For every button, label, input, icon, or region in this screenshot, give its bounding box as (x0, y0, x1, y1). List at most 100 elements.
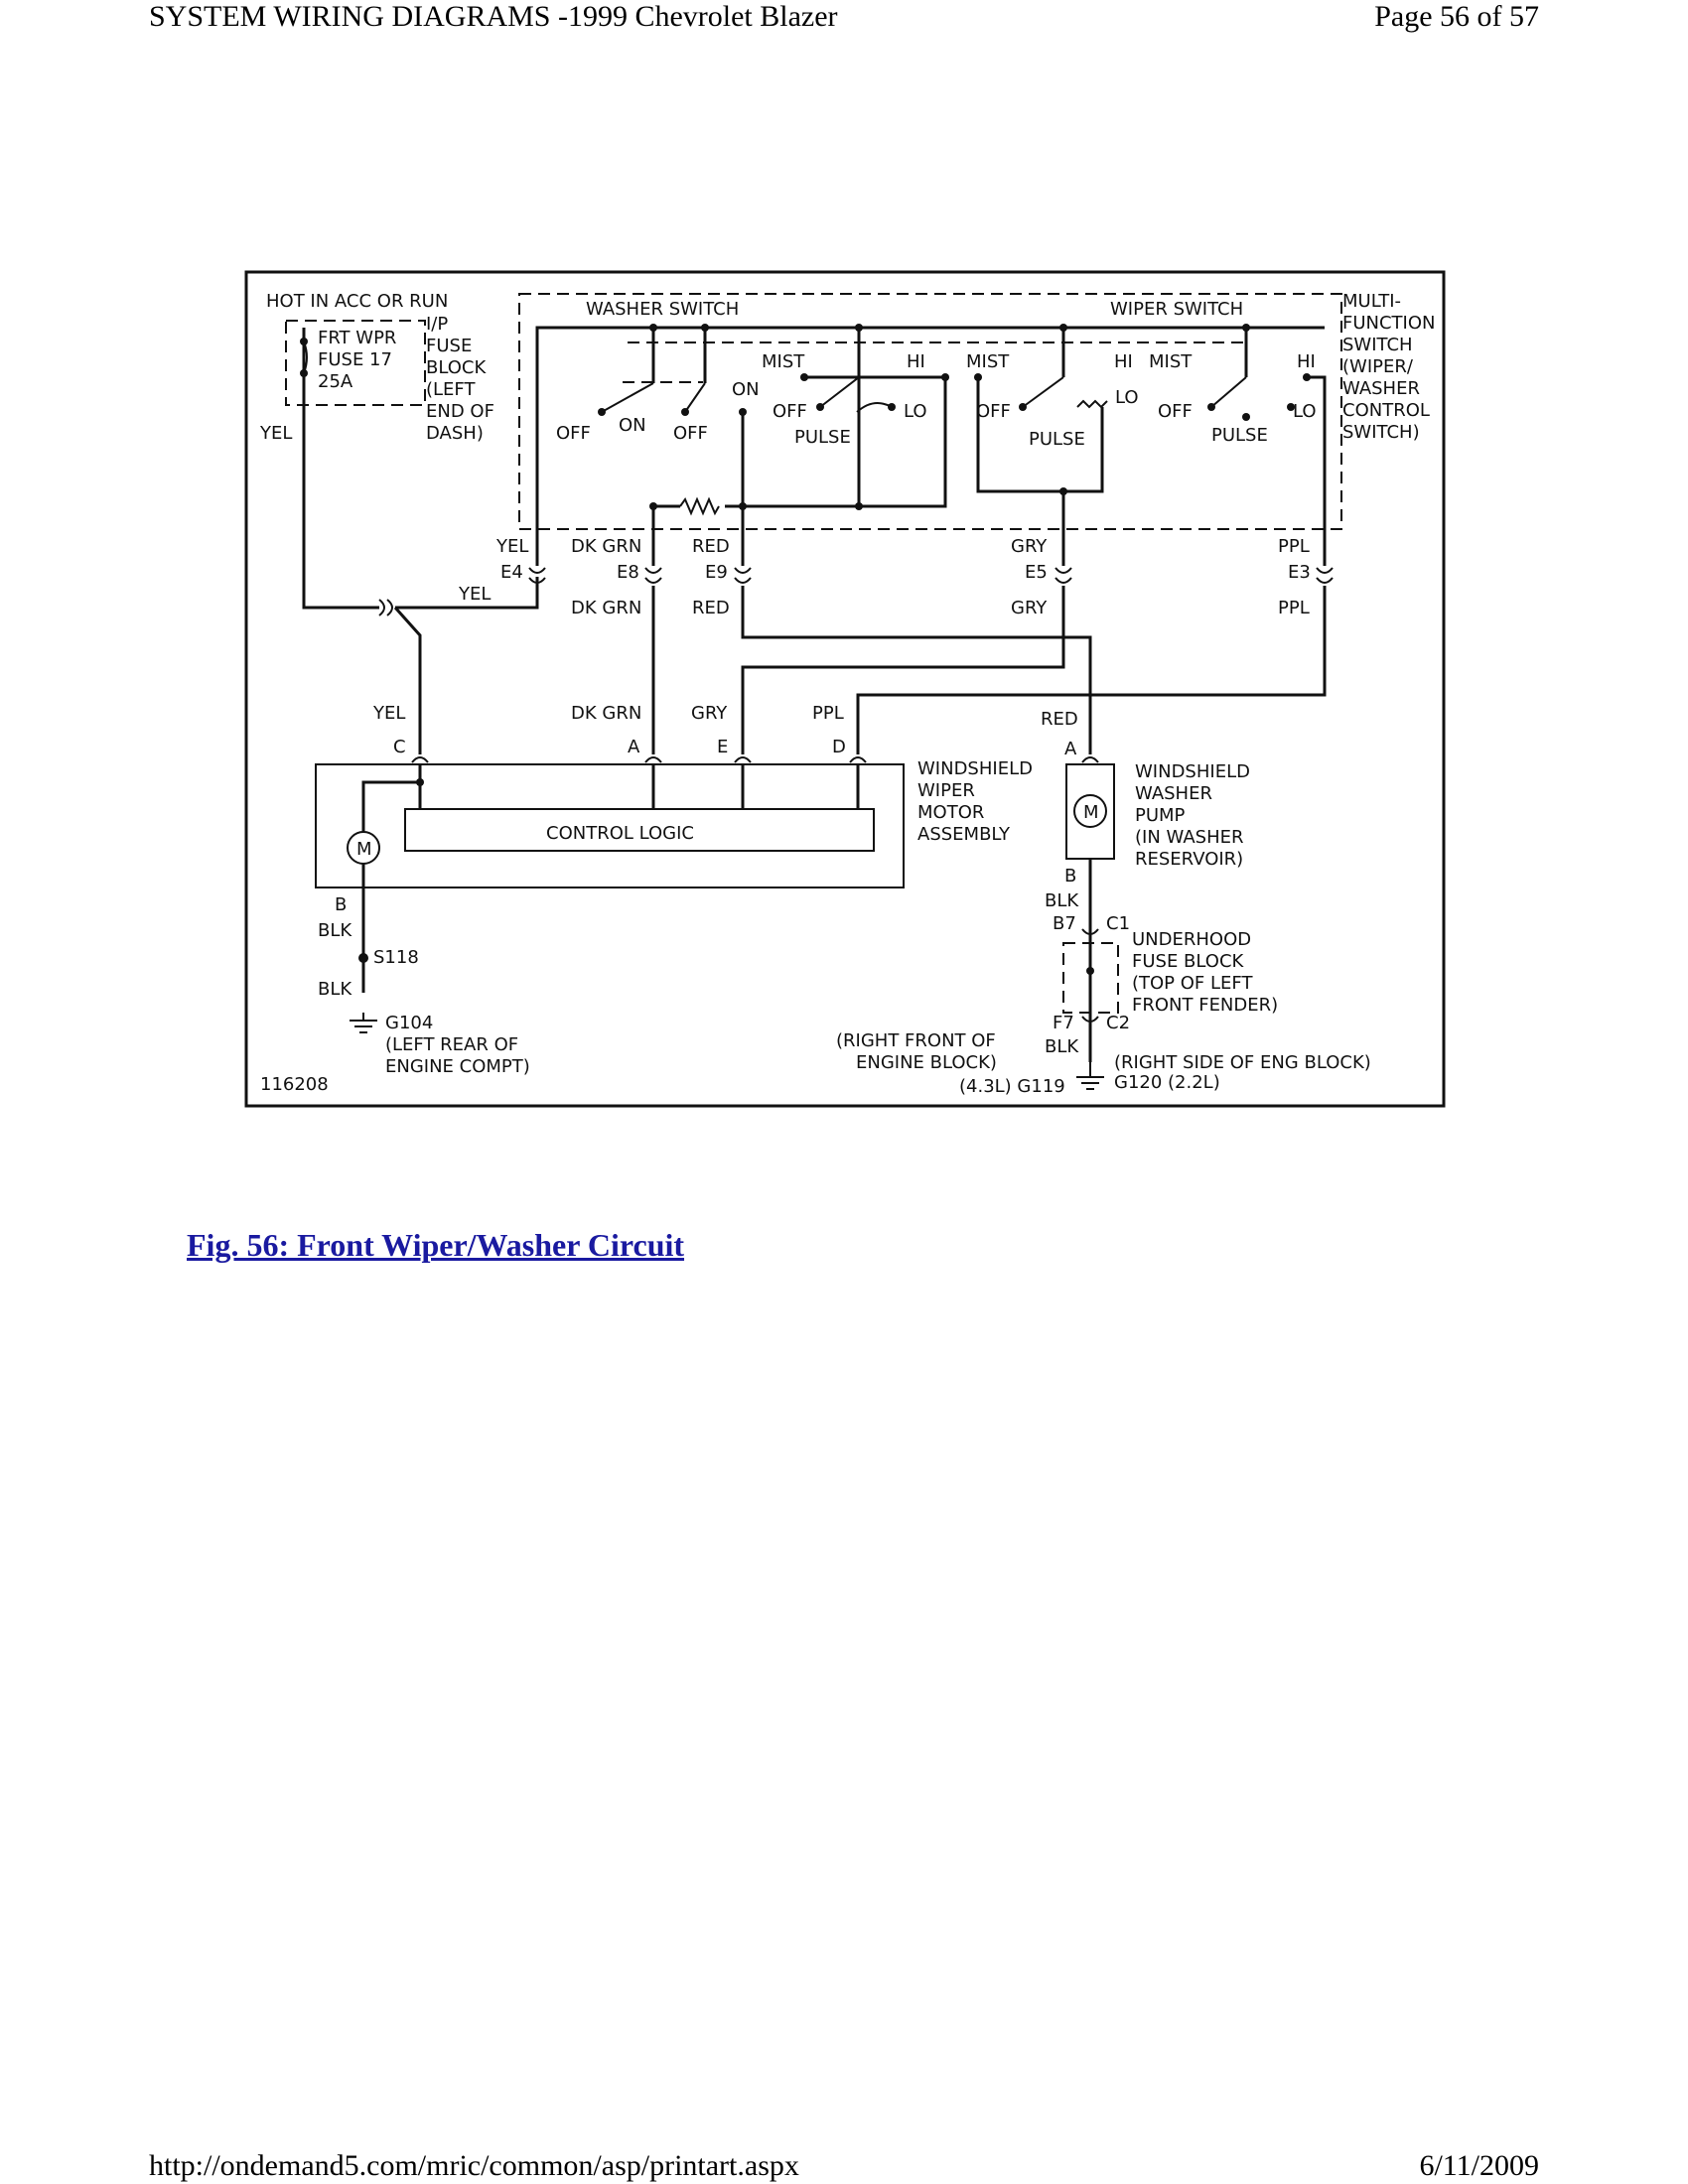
g119-line-1: (RIGHT FRONT OF (836, 1030, 996, 1051)
g120-line-2: G120 (2.2L) (1114, 1072, 1220, 1093)
wire-yel-e4 (395, 577, 539, 610)
splice-label: S118 (373, 947, 419, 968)
wire-gry (741, 586, 1065, 754)
blk-label-1: BLK (318, 920, 352, 941)
g104-line-2: (LEFT REAR OF (385, 1034, 518, 1055)
wiper-assembly-line-3: MOTOR (917, 802, 984, 823)
yel-label-c: YEL (372, 703, 405, 724)
wire-ppl-internal (1307, 375, 1327, 566)
pulse-label-2: PULSE (1029, 429, 1085, 450)
red-label-e9-below: RED (692, 598, 730, 618)
lo-label-1: LO (904, 401, 927, 422)
g104-line-3: ENGINE COMPT) (385, 1056, 530, 1077)
mfs-line-1: MULTI- (1342, 291, 1401, 312)
mfs-line-7: SWITCH) (1342, 422, 1420, 443)
pin-b7: B7 (1053, 913, 1076, 934)
gry-label-e5-below: GRY (1011, 598, 1048, 618)
dkgrn-label-e8-below: DK GRN (571, 598, 641, 618)
fuse-number: FUSE 17 (318, 349, 392, 370)
resistor-symbol (679, 496, 720, 516)
washer-switch-poles (651, 328, 707, 383)
pin-b-motor: B (335, 894, 347, 915)
pin-e: E (717, 737, 728, 757)
g119-line-3: (4.3L) G119 (959, 1076, 1065, 1097)
gry-label-e: GRY (691, 703, 728, 724)
wiper-switch-poles (857, 328, 1248, 377)
wiper-motor-assembly-box (315, 763, 905, 888)
mist-label-2: MIST (966, 351, 1010, 372)
mfs-line-2: FUNCTION (1342, 313, 1436, 334)
header-title: SYSTEM WIRING DIAGRAMS -1999 Chevrolet B… (149, 0, 838, 33)
underhood-line-1: UNDERHOOD (1132, 929, 1251, 950)
fuse-block-line-3: BLOCK (426, 357, 487, 378)
hi-label-3: HI (1297, 351, 1316, 372)
mfs-line-6: CONTROL (1342, 400, 1430, 421)
pin-e3: E3 (1288, 562, 1311, 583)
mfs-line-4: (WIPER/ (1342, 356, 1414, 377)
footer-url: http://ondemand5.com/mric/common/asp/pri… (149, 2149, 799, 2182)
pump-line-2: WASHER (1135, 783, 1212, 804)
off-label-4: OFF (976, 401, 1011, 422)
pump-line-3: PUMP (1135, 805, 1186, 826)
g119-line-2: ENGINE BLOCK) (856, 1052, 997, 1073)
connector-symbols (411, 567, 1334, 1023)
pin-e5: E5 (1025, 562, 1048, 583)
washer-pump-motor-icon[interactable] (1073, 794, 1107, 828)
control-logic-box[interactable] (404, 808, 875, 852)
hi-label-1: HI (907, 351, 925, 372)
underhood-line-3: (TOP OF LEFT (1132, 973, 1253, 994)
motor-input-lines (418, 764, 860, 809)
fuse-name: FRT WPR (318, 328, 396, 348)
wiper-assembly-line-2: WIPER (917, 780, 975, 801)
mfs-line-5: WASHER (1342, 378, 1420, 399)
junction-dots (300, 324, 1311, 975)
yel-label-mid: YEL (458, 584, 491, 605)
ppl-label-e3: PPL (1278, 536, 1310, 557)
mist-label-3: MIST (1149, 351, 1193, 372)
washer-switch-label: WASHER SWITCH (586, 299, 739, 320)
fuse-block-line-2: FUSE (426, 336, 472, 356)
wire-wiper-pulse-loop (976, 377, 1104, 566)
yel-inline-connector (378, 599, 393, 616)
underhood-line-2: FUSE BLOCK (1132, 951, 1245, 972)
diagram-frame (244, 270, 1446, 1108)
red-label-e9: RED (692, 536, 730, 557)
power-source-label: HOT IN ACC OR RUN (266, 291, 448, 312)
washer-on-label: ON (619, 415, 646, 436)
red-label-pump: RED (1041, 709, 1078, 730)
fuse-block-line-4: (LEFT (426, 379, 476, 400)
mfs-line-3: SWITCH (1342, 335, 1413, 355)
underhood-line-4: FRONT FENDER) (1132, 995, 1278, 1016)
wire-yel-to-motor (393, 607, 422, 754)
pump-line-4: (IN WASHER (1135, 827, 1244, 848)
blk-label-2: BLK (318, 979, 352, 1000)
g104-line-1: G104 (385, 1013, 433, 1033)
pump-motor-symbol: M (1083, 802, 1099, 823)
pin-c1: C1 (1106, 913, 1130, 934)
wiper-motor-symbol: M (356, 839, 372, 860)
g120-line-1: (RIGHT SIDE OF ENG BLOCK) (1114, 1052, 1371, 1073)
lo-label-3: LO (1293, 401, 1317, 422)
pin-a: A (628, 737, 640, 757)
pin-f7: F7 (1053, 1013, 1074, 1033)
ground-symbols (350, 1013, 1104, 1090)
wiper-switch-label: WIPER SWITCH (1110, 299, 1243, 320)
off-label-3: OFF (773, 401, 807, 422)
pin-e8: E8 (617, 562, 639, 583)
control-logic-label[interactable]: CONTROL LOGIC (546, 823, 694, 844)
pin-c2: C2 (1106, 1013, 1130, 1033)
ppl-label-e3-below: PPL (1278, 598, 1310, 618)
wire-ppl (856, 586, 1327, 754)
fuse-block-line-6: DASH) (426, 423, 484, 444)
pin-d: D (832, 737, 846, 757)
pump-line-1: WINDSHIELD (1135, 761, 1250, 782)
figure-caption-link[interactable]: Fig. 56: Front Wiper/Washer Circuit (187, 1227, 685, 1263)
blk-label-pump: BLK (1045, 890, 1079, 911)
wire-dkgrn-internal (651, 504, 680, 566)
washer-off-label-2: OFF (673, 423, 708, 444)
wiper-assembly-line-1: WINDSHIELD (917, 758, 1033, 779)
wire-pulse-loop (725, 375, 947, 508)
fuse-block-outline (285, 320, 426, 406)
dkgrn-label-e8: DK GRN (571, 536, 641, 557)
washer-off-label-1: OFF (556, 423, 591, 444)
